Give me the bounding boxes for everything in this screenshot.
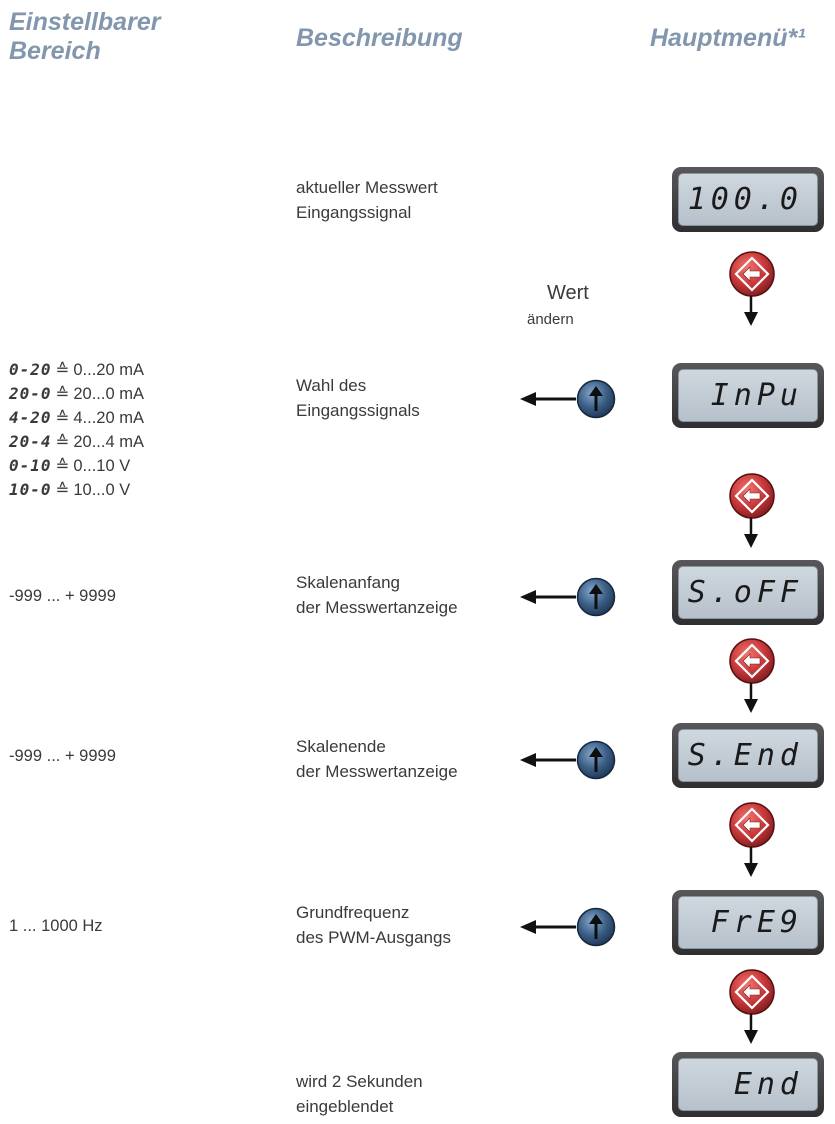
option-line: 4-20≙4...20 mA <box>9 406 144 430</box>
option-eq-sign: ≙ <box>55 409 70 427</box>
down-arrow-icon <box>743 683 759 713</box>
description-line: Grundfrequenz <box>296 903 410 922</box>
lcd-display-measurement: 100.0 <box>672 167 824 232</box>
option-value: 10...0 V <box>73 481 131 499</box>
option-code: 20-4 <box>9 432 52 451</box>
option-value: 4...20 mA <box>73 409 144 427</box>
description-line: Eingangssignal <box>296 203 412 222</box>
description-line: Eingangssignals <box>296 401 420 420</box>
down-arrow-icon <box>743 518 759 548</box>
range-scale-start: -999 ... + 9999 <box>9 587 116 605</box>
option-code: 10-0 <box>9 480 52 499</box>
value-change-label: Wert <box>547 282 589 304</box>
range-scale-end: -999 ... + 9999 <box>9 747 116 765</box>
option-eq-sign: ≙ <box>55 361 70 379</box>
lcd-screen: End <box>678 1058 818 1111</box>
description-line: der Messwertanzeige <box>296 598 458 617</box>
option-code: 0-20 <box>9 360 52 379</box>
left-arrow-icon <box>520 391 576 407</box>
description-line: des PWM-Ausgangs <box>296 928 451 947</box>
left-arrow-icon <box>520 752 576 768</box>
lcd-display-scale-start: S.oFF <box>672 560 824 625</box>
option-eq-sign: ≙ <box>55 433 70 451</box>
down-arrow-icon <box>743 847 759 877</box>
enter-diamond-icon[interactable] <box>728 472 776 520</box>
description-header: Beschreibung <box>296 24 463 52</box>
main-menu-header: Hauptmenü*¹ <box>650 24 806 52</box>
up-arrow-button-icon[interactable] <box>576 379 616 419</box>
down-arrow-icon <box>743 296 759 326</box>
option-line: 10-0≙10...0 V <box>9 478 144 502</box>
option-line: 20-0≙20...0 mA <box>9 382 144 406</box>
range-header-line1: Einstellbarer <box>9 8 161 36</box>
option-eq-sign: ≙ <box>55 457 70 475</box>
description-line: der Messwertanzeige <box>296 762 458 781</box>
left-arrow-icon <box>520 919 576 935</box>
up-arrow-button-icon[interactable] <box>576 740 616 780</box>
lcd-display-end: End <box>672 1052 824 1117</box>
lcd-display-frequency: FrE9 <box>672 890 824 955</box>
row-scale-start-description: Skalenanfang der Messwertanzeige <box>296 570 458 620</box>
down-arrow-icon <box>743 1014 759 1044</box>
row-scale-end-description: Skalenende der Messwertanzeige <box>296 734 458 784</box>
option-code: 20-0 <box>9 384 52 403</box>
row-end-description: wird 2 Sekunden eingeblendet <box>296 1069 423 1119</box>
enter-diamond-icon[interactable] <box>728 801 776 849</box>
up-arrow-button-icon[interactable] <box>576 907 616 947</box>
range-header: Einstellbarer Bereich <box>9 8 160 66</box>
lcd-screen: S.oFF <box>678 566 818 619</box>
option-eq-sign: ≙ <box>55 385 70 403</box>
left-arrow-icon <box>520 589 576 605</box>
option-eq-sign: ≙ <box>55 481 70 499</box>
value-change-sublabel: ändern <box>527 311 574 328</box>
description-line: wird 2 Sekunden <box>296 1072 423 1091</box>
option-line: 20-4≙20...4 mA <box>9 430 144 454</box>
row-input-description: Wahl des Eingangssignals <box>296 373 420 423</box>
description-line: Skalenende <box>296 737 386 756</box>
row-measurement-description: aktueller Messwert Eingangssignal <box>296 175 438 225</box>
option-line: 0-20≙0...20 mA <box>9 358 144 382</box>
option-value: 0...20 mA <box>73 361 144 379</box>
description-line: aktueller Messwert <box>296 178 438 197</box>
row-frequency-description: Grundfrequenz des PWM-Ausgangs <box>296 900 451 950</box>
lcd-display-scale-end: S.End <box>672 723 824 788</box>
option-code: 0-10 <box>9 456 52 475</box>
range-frequency: 1 ... 1000 Hz <box>9 917 103 935</box>
description-line: Skalenanfang <box>296 573 400 592</box>
enter-diamond-icon[interactable] <box>728 250 776 298</box>
lcd-screen: InPu <box>678 369 818 422</box>
option-value: 20...0 mA <box>73 385 144 403</box>
input-signal-options: 0-20≙0...20 mA 20-0≙20...0 mA 4-20≙4...2… <box>9 358 144 502</box>
lcd-display-input: InPu <box>672 363 824 428</box>
lcd-screen: S.End <box>678 729 818 782</box>
option-code: 4-20 <box>9 408 52 427</box>
description-line: eingeblendet <box>296 1097 394 1116</box>
up-arrow-button-icon[interactable] <box>576 577 616 617</box>
lcd-screen: FrE9 <box>678 896 818 949</box>
description-line: Wahl des <box>296 376 367 395</box>
enter-diamond-icon[interactable] <box>728 637 776 685</box>
option-value: 20...4 mA <box>73 433 144 451</box>
lcd-screen: 100.0 <box>678 173 818 226</box>
range-header-line2: Bereich <box>9 37 101 65</box>
enter-diamond-icon[interactable] <box>728 968 776 1016</box>
option-value: 0...10 V <box>73 457 131 475</box>
option-line: 0-10≙0...10 V <box>9 454 144 478</box>
